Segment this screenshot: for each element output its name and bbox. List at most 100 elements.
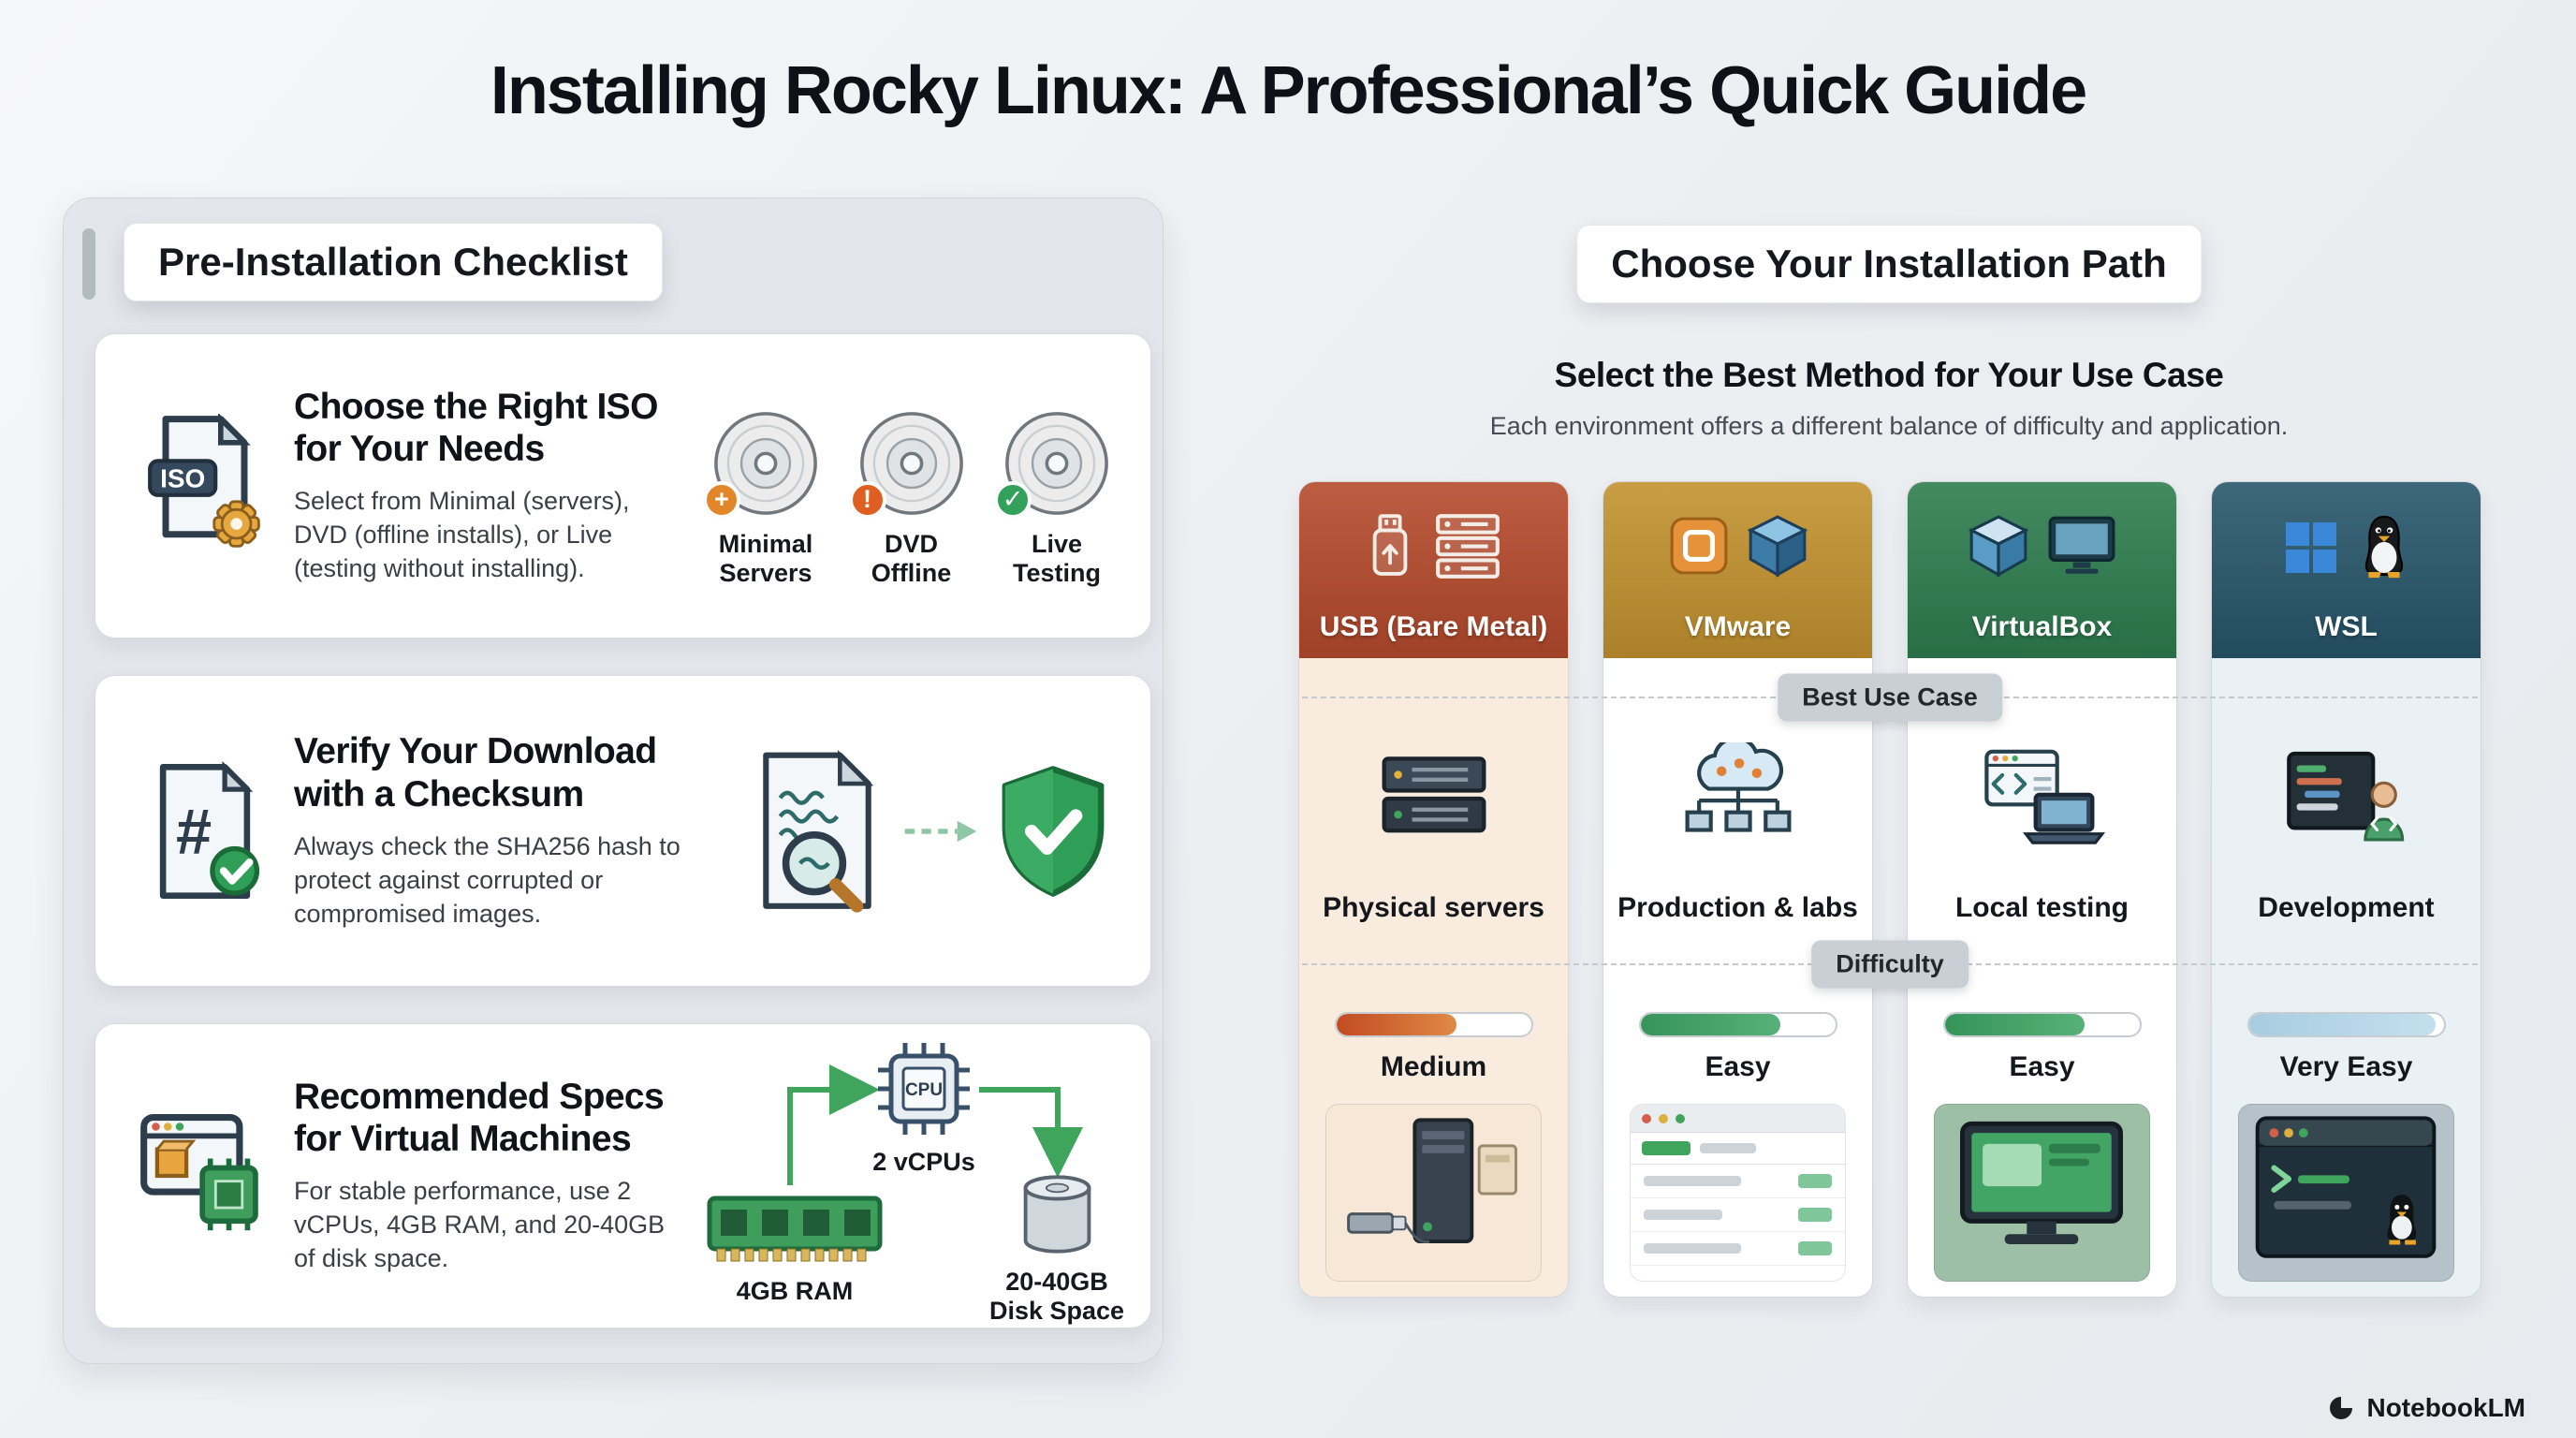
difficulty-label: Very Easy [2279,1051,2413,1082]
vmware-ui-illustration [1630,1104,1846,1282]
use-case-label: Local testing [1954,892,2130,923]
plus-badge-icon: + [703,480,740,519]
difficulty-fill [1944,1014,2086,1035]
card-choose-iso-body: Select from Minimal (servers), DVD (offl… [294,487,630,583]
card-choose-iso-title: Choose the Right ISO for Your Needs [294,386,658,470]
wsl-terminal-illustration [2238,1104,2454,1282]
tux-penguin-icon [2387,1195,2417,1245]
check-badge-icon: ✓ [994,480,1032,519]
vmware-logo-icon [1670,517,1727,575]
usb-drive-icon [1372,514,1407,576]
card-verify-checksum: # Verify Your Download with a Checksum A… [95,675,1151,987]
iso-option-dvd: ! DVD Offline [848,408,972,588]
page-title: Installing Rocky Linux: A Professional’s… [490,53,2087,128]
difficulty-label: Easy [2009,1051,2075,1082]
column-vmware-title: VMware [1684,611,1792,642]
column-virtualbox-header: VirtualBox [1908,482,2176,658]
difficulty-bar [2247,1012,2446,1037]
column-virtualbox: VirtualBox Local testing Easy [1907,481,2177,1298]
usb-install-illustration [1325,1104,1542,1282]
iso-option-minimal: + Minimal Servers [703,408,826,588]
cloud-network-icon [1685,742,1791,832]
difficulty-fill [1640,1014,1781,1035]
column-wsl: WSL Development Very Easy [2211,481,2481,1298]
installation-path-description: Each environment offers a different bala… [1489,412,2289,440]
iso-file-icon: ISO [135,414,275,558]
difficulty-bar [1638,1012,1837,1037]
use-case-label: Physical servers [1323,892,1544,923]
physical-servers-icon [1382,756,1486,833]
difficulty-label: Easy [1705,1051,1771,1082]
best-use-case-pill: Best Use Case [1778,673,2002,722]
gear-icon [212,500,260,548]
installation-path-subtitle: Select the Best Method for Your Use Case [1554,356,2224,394]
monitor-icon [2048,516,2115,574]
window-dot-icon [1659,1113,1668,1123]
column-wsl-title: WSL [2315,611,2378,642]
card-specs-body: For stable performance, use 2 vCPUs, 4GB… [294,1177,666,1273]
use-case-label: Development [2258,892,2435,923]
column-vmware: VMware Production & labs Easy [1603,481,1873,1298]
tux-penguin-icon [2364,515,2403,579]
iso-option-label: Minimal Servers [718,529,813,587]
column-usb-bare-metal: USB (Bare Metal) Physical servers Medium [1298,481,1569,1298]
difficulty-fill [2248,1014,2437,1035]
cd-disc-icon [1005,412,1108,515]
column-usb-header: USB (Bare Metal) [1299,482,1568,658]
document-magnifier-icon [763,749,874,913]
checksum-file-icon: # [135,760,275,902]
virtualbox-monitor-illustration [1934,1104,2150,1282]
column-wsl-header: WSL [2212,482,2481,658]
installation-path-columns: USB (Bare Metal) Physical servers Medium [1298,481,2481,1298]
difficulty-bar [1334,1012,1533,1037]
difficulty-fill [1336,1014,1457,1035]
iso-options: + Minimal Servers [703,384,1117,588]
difficulty-label: Medium [1380,1051,1487,1082]
pre-installation-header: Pre-Installation Checklist [124,223,663,301]
notebooklm-label: NotebookLM [2366,1393,2525,1422]
notebooklm-branding: NotebookLM [2327,1393,2525,1423]
vm-window-chip-icon [135,1109,275,1242]
pre-installation-panel: Pre-Installation Checklist ISO [63,198,1164,1364]
spec-flow-arrows [787,1064,1083,1185]
ram-spec-label: 4GB RAM [736,1277,854,1305]
column-virtualbox-title: VirtualBox [1971,611,2113,642]
iso-option-live: ✓ Live Testing [994,408,1117,588]
card-choose-iso: ISO Choose the Right ISO for Your N [95,333,1151,638]
server-stack-icon [1435,514,1500,579]
card-specs-title: Recommended Specs for Virtual Machines [294,1076,665,1160]
development-icon [2286,751,2404,842]
vm-cube-icon [1747,515,1808,578]
notebooklm-logo-icon [2330,1397,2353,1419]
local-testing-icon [1983,749,2105,844]
iso-option-label: Live Testing [1013,529,1101,587]
disk-drive-icon [1023,1175,1091,1254]
vm-spec-diagram: CPU 2 vCPUs 4GB RAM [706,1035,1124,1325]
shield-check-icon [1002,765,1105,897]
dashed-arrow-icon [904,820,977,842]
windows-logo-icon [2285,522,2336,573]
card-verify-body: Always check the SHA256 hash to protect … [294,831,681,928]
column-usb-title: USB (Bare Metal) [1319,611,1548,642]
checksum-verification-graphic [706,746,1117,917]
card-recommended-specs: Recommended Specs for Virtual Machines F… [95,1023,1151,1328]
column-vmware-header: VMware [1603,482,1872,658]
cpu-chip-icon: CPU [878,1043,970,1135]
iso-option-label: DVD Offline [871,529,952,587]
use-case-label: Production & labs [1617,892,1858,923]
panel-accent-bar [82,228,95,300]
ram-module-icon [707,1196,883,1262]
hash-glyph: # [176,795,212,867]
installation-path-header: Choose Your Installation Path [1576,225,2202,303]
alert-badge-icon: ! [848,480,886,519]
iso-label: ISO [160,463,205,492]
cd-disc-icon [714,412,817,515]
window-dot-icon [1642,1113,1651,1123]
cd-disc-icon [859,412,963,515]
cpu-spec-label: 2 vCPUs [872,1148,975,1176]
cpu-chip-label: CPU [905,1080,943,1100]
window-dot-icon [1676,1113,1685,1123]
difficulty-pill: Difficulty [1811,940,1969,989]
difficulty-bar [1942,1012,2142,1037]
